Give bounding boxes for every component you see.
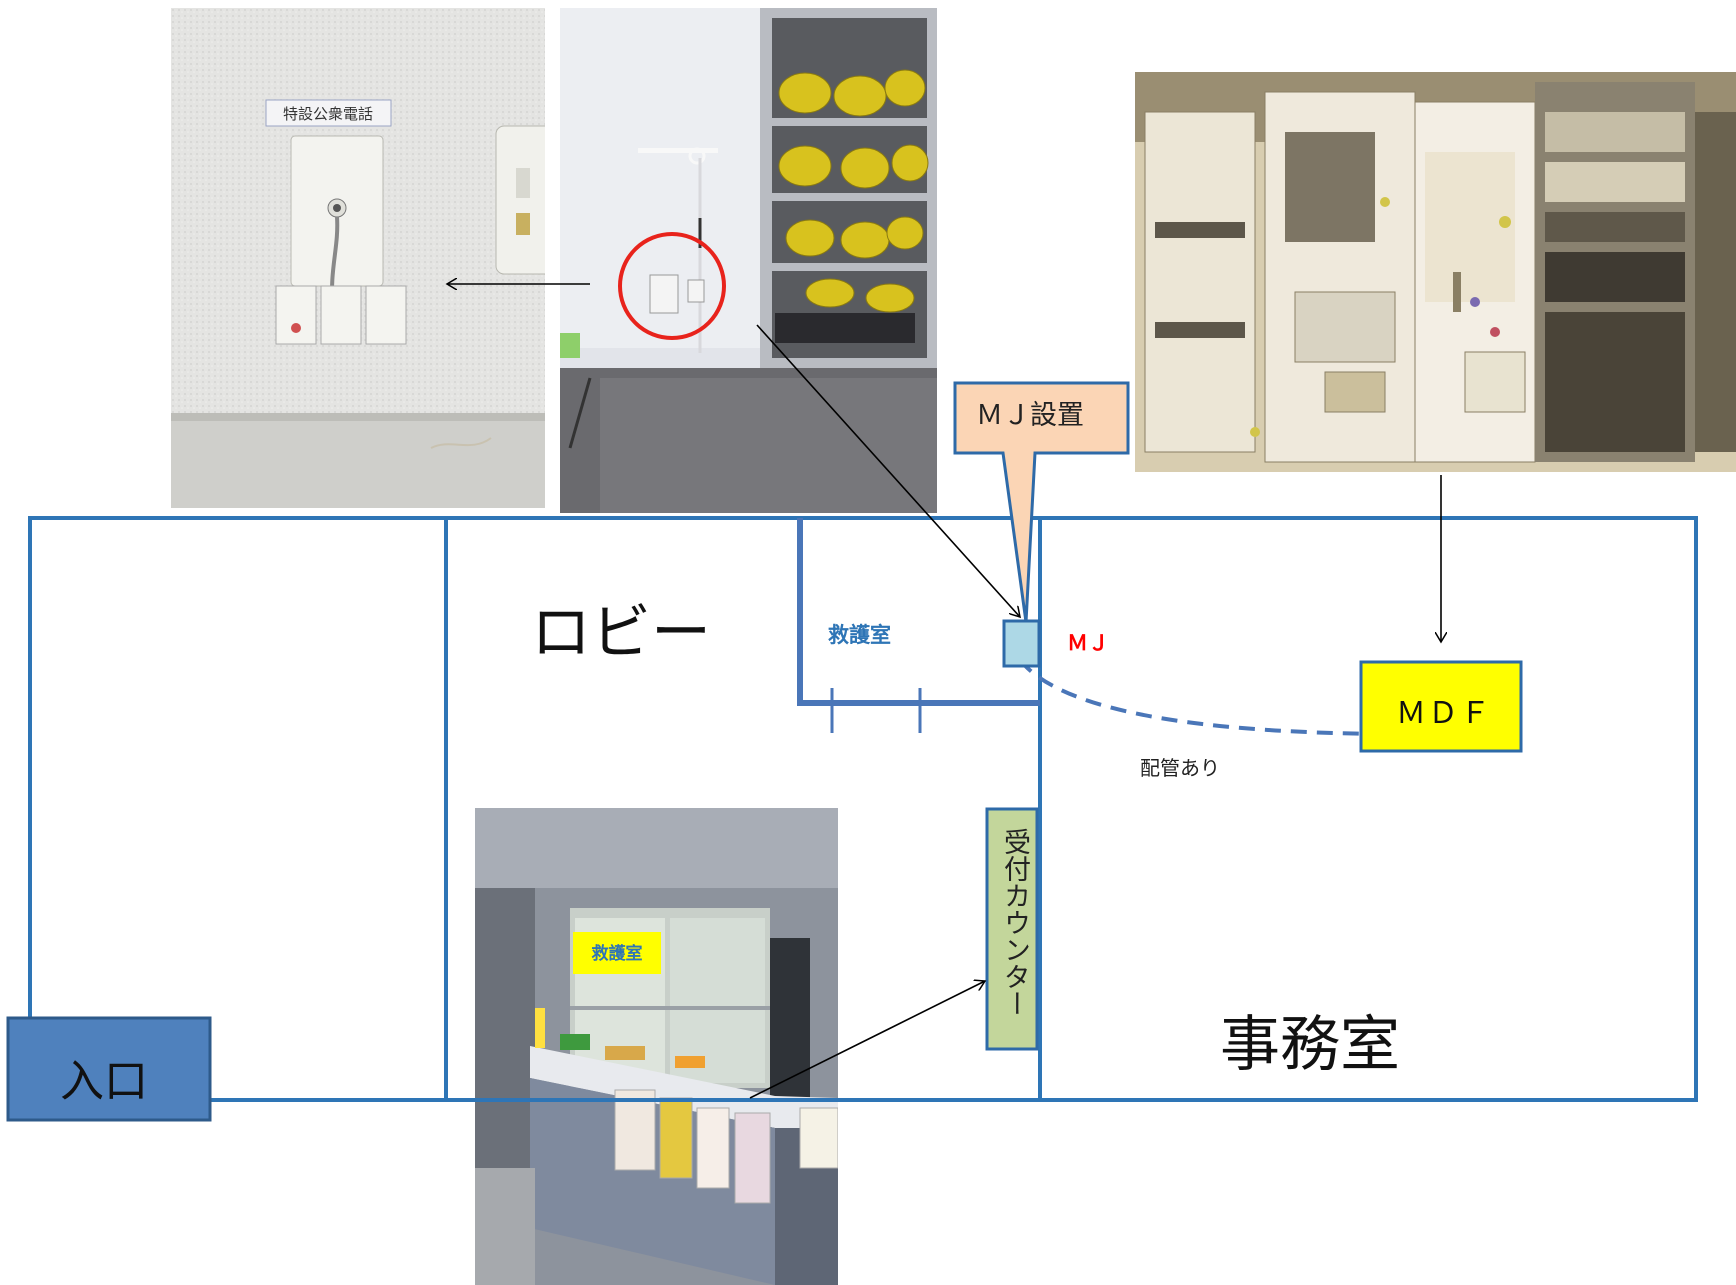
rescue-room-label: 救護室 [828,623,891,647]
mj-box [1002,619,1041,668]
conduit-label: 配管あり [1140,756,1220,780]
mj-label: ＭＪ [1067,631,1109,655]
lobby-wall-photo [560,8,937,513]
entrance-label: 入口 [60,1056,148,1107]
rescue-room-sign-text: 救護室 [592,943,643,964]
mj-callout [953,381,1130,623]
reception-counter-label: 受付カウンター [999,828,1030,1017]
highlight-circle [618,232,726,340]
mdf-rack-photo [1135,72,1736,472]
lobby-label: ロビー [531,598,711,668]
rescue-room-sign [573,932,661,974]
mdf-label: ＭＤＦ [1396,696,1492,731]
rescue-room-wall [797,518,1040,706]
phone-sign-text: 特設公衆電話 [283,105,373,123]
arrow-to-counter [749,981,985,1099]
office-wall [1038,516,1698,1102]
entrance-box [6,1016,212,1122]
reception-counter-photo: 救護室 [475,808,838,1285]
callout-label: ＭＪ設置 [976,400,1084,431]
office-label: 事務室 [1220,1010,1400,1080]
mdf-box [1359,660,1523,753]
phone-outlet-photo: 特設公衆電話 [171,8,545,508]
entrance-hall-wall [28,516,448,1102]
conduit-line [1018,658,1416,737]
reception-counter-box [985,807,1039,1051]
arrow-to-mj [756,324,1020,617]
